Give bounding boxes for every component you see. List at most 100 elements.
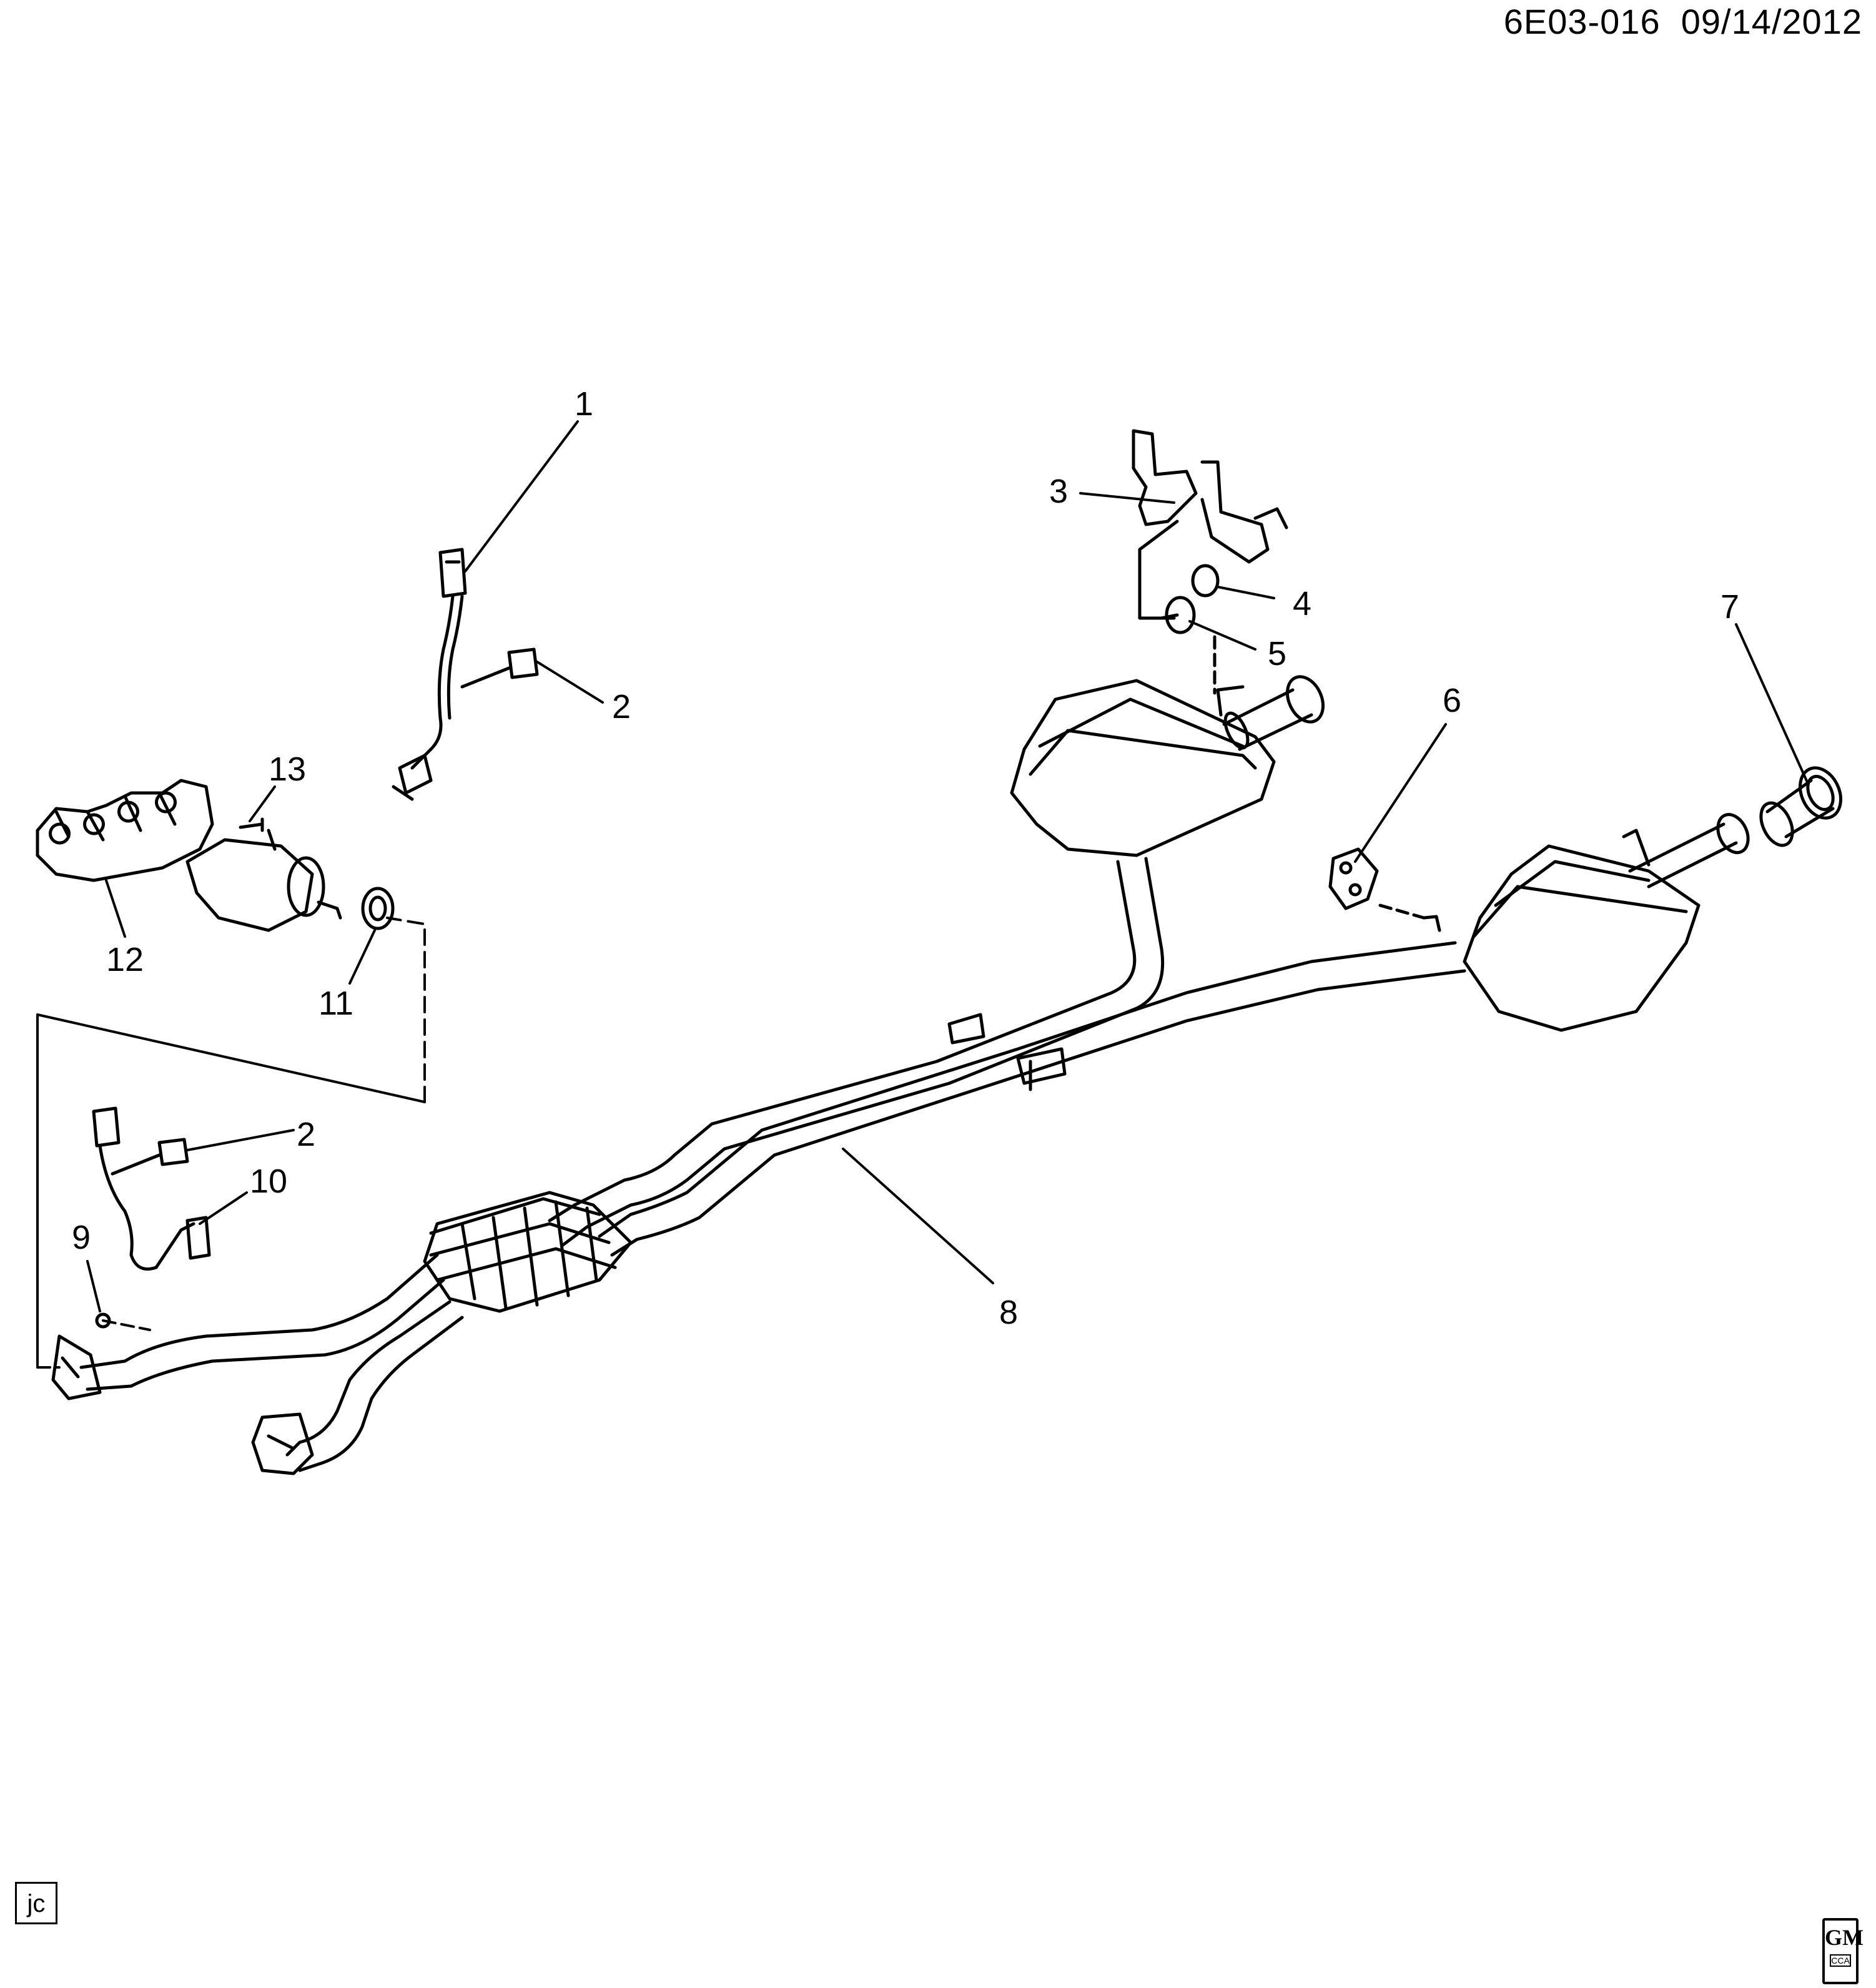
leader-2-top [536, 661, 604, 704]
sensor-tip [392, 754, 433, 801]
left-muffler-edge [1038, 697, 1245, 748]
gasket-11-hole [368, 895, 387, 922]
leader-7 [1735, 623, 1809, 785]
callout-7: 7 [1720, 588, 1739, 626]
gm-logo-text: GM [1825, 1925, 1864, 1950]
leader-8 [842, 1148, 994, 1284]
callout-9: 9 [72, 1219, 91, 1256]
leader-11 [348, 929, 376, 985]
insulator-5 [1165, 596, 1196, 634]
callout-1: 1 [575, 385, 593, 423]
front-y-pipe-lower-inner [298, 1316, 464, 1472]
callout-10: 10 [250, 1163, 287, 1200]
lower-sensor-tie [111, 1153, 161, 1176]
left-muffler-body [1010, 679, 1276, 857]
diagram-header: 6E03-016 09/14/2012 [1504, 1, 1862, 42]
callout-6: 6 [1443, 682, 1461, 719]
left-outlet-ring [1223, 711, 1250, 750]
diagram-date: 09/14/2012 [1681, 2, 1862, 41]
right-muffler-seam [1472, 885, 1688, 938]
insulator-4 [1191, 564, 1220, 598]
front-y-pipe-lower [285, 1300, 452, 1457]
callout-4: 4 [1293, 585, 1311, 622]
manifold-stud-13 [239, 817, 264, 832]
hanger-insulator [1328, 847, 1441, 932]
gm-logo: GM CCA [1822, 1918, 1864, 1984]
lower-pipe-inner [610, 969, 1466, 1257]
right-muffler-outlet [1628, 822, 1738, 888]
pipe-hanger-bracket [947, 1013, 985, 1045]
right-muffler [1463, 813, 1750, 1032]
bracket-leader [1138, 519, 1179, 620]
assembly-guide-lines [36, 917, 426, 1369]
left-flange [51, 1334, 102, 1400]
right-muffler-hanger [1622, 829, 1651, 867]
left-muffler-hanger [1216, 685, 1245, 717]
callout-11: 11 [318, 985, 353, 1022]
leader-5 [1188, 620, 1256, 651]
exhaust-pipe-assembly [51, 857, 1466, 1475]
callout-8: 8 [999, 1294, 1018, 1331]
leader-lines [86, 420, 1809, 1312]
converter-body [423, 1191, 633, 1313]
lower-pipe [598, 941, 1457, 1238]
manifold-converter [185, 838, 314, 932]
front-y-pipe-upper-inner [86, 1278, 445, 1391]
right-outlet-end [1716, 813, 1750, 854]
exhaust-tip [1759, 766, 1842, 847]
left-muffler-outlet [1222, 688, 1313, 751]
callout-12: 12 [106, 941, 144, 978]
manifold-ports [49, 791, 177, 845]
leader-9 [86, 1260, 101, 1312]
callout-labels: 1 2 3 4 5 6 7 8 9 10 11 12 13 2 [72, 385, 1739, 1331]
lower-sensor-connector [92, 1106, 121, 1148]
callout-2-bottom: 2 [297, 1116, 315, 1153]
front-y-pipe-upper [79, 1253, 439, 1369]
lower-sensor-clip [157, 1138, 189, 1166]
lower-sensor-wire [98, 1144, 195, 1271]
leader-2-bottom [186, 1129, 295, 1151]
sensor-clip-tie [460, 666, 511, 689]
leader-3 [1079, 492, 1175, 504]
converter-heatshield [429, 1197, 617, 1282]
insulator-bolt [1422, 915, 1441, 932]
lower-flange [251, 1412, 314, 1475]
manifold-outlet-flange [287, 856, 325, 917]
pipe-hanger-clamp [1016, 1047, 1067, 1091]
artist-initials: jc [27, 1890, 46, 1917]
sensor-wire-2 [447, 594, 464, 720]
right-muffler-edge [1494, 860, 1651, 907]
leader-10 [199, 1191, 248, 1225]
hanger-bracket [1132, 429, 1198, 526]
artist-initials-box: jc [15, 1882, 57, 1924]
callout-3: 3 [1049, 473, 1068, 510]
leader-12 [105, 879, 126, 938]
left-muffler-seam [1029, 729, 1257, 776]
exhaust-manifold-assembly [36, 779, 395, 932]
upper-o2-sensor [392, 548, 539, 801]
leader-13 [249, 785, 276, 822]
manifold-stud-leader [267, 829, 277, 851]
sensor-connector [438, 548, 467, 598]
sensor-clip-2 [507, 647, 539, 679]
left-muffler [1010, 675, 1325, 857]
right-muffler-body [1463, 844, 1701, 1032]
left-outlet-end [1285, 675, 1325, 724]
callout-13: 13 [269, 750, 306, 788]
hanger-bracket-assembly [1132, 429, 1288, 695]
manifold-body [36, 779, 214, 882]
gm-logo-subtext: CCA [1830, 1954, 1851, 1967]
callout-2-top: 2 [612, 688, 631, 726]
callout-5: 5 [1268, 635, 1286, 672]
hanger-rod [1200, 460, 1288, 564]
lower-sensor-tip [185, 1216, 211, 1260]
sensor-wire [410, 594, 455, 770]
diagram-code: 6E03-016 [1503, 2, 1661, 41]
insulator-5-slot [1160, 613, 1179, 620]
upper-pipe-inner [560, 857, 1165, 1247]
leader-6 [1354, 723, 1447, 863]
gasket-11 [361, 887, 395, 930]
upper-pipe [548, 860, 1137, 1223]
manifold-outlet-stud [317, 900, 342, 920]
